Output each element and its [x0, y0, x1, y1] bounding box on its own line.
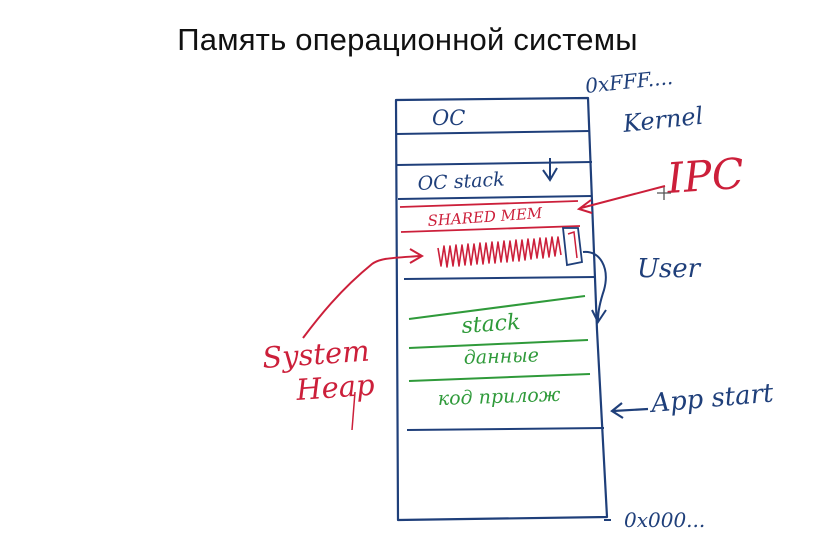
separator-stack-top — [408, 295, 586, 320]
segment-stack-label: stack — [461, 310, 522, 339]
shared-mem-top-line — [399, 200, 579, 208]
kernel-label: Kernel — [621, 102, 705, 138]
app-start-label: App start — [648, 378, 775, 419]
segment-os-stack-label: OC stack — [417, 168, 505, 195]
segment-data-label: данные — [463, 344, 539, 369]
system-heap-arrow — [302, 255, 421, 339]
app-start-arrow — [610, 402, 649, 419]
ipc-arrow — [576, 185, 666, 214]
system-heap-arrowhead — [409, 248, 424, 264]
ipc-label: IPC — [664, 149, 745, 203]
system-heap-underline — [351, 391, 356, 431]
heap-grow-arrow — [582, 250, 607, 321]
segment-shared-mem-label: SHARED MEM — [427, 204, 544, 230]
memory-column-outline — [394, 96, 609, 522]
system-heap-label-line1: System — [261, 334, 371, 375]
separator-os-top — [395, 130, 591, 135]
heap-edge-box-inner — [567, 230, 578, 259]
separator-kernel-top — [396, 161, 593, 166]
address-high-label: 0xFFF.... — [584, 65, 674, 98]
stack-grow-down-arrow — [542, 158, 558, 182]
heap-grow-arrowhead — [591, 309, 607, 324]
address-low-label: 0x000... — [624, 508, 705, 532]
user-label: User — [637, 254, 702, 284]
segment-os-label: OC — [432, 106, 465, 130]
shared-mem-bottom-line — [400, 225, 581, 233]
segment-code-label: код прилож — [437, 384, 561, 410]
separator-heap-bottom — [403, 276, 597, 280]
separator-data-bottom — [408, 373, 591, 382]
system-heap-label-line2: Heap — [294, 368, 375, 407]
page-title: Память операционной системы — [177, 22, 638, 57]
ipc-plus-cursor — [657, 186, 671, 200]
separator-stack-bottom — [408, 339, 589, 349]
separator-kernel-bottom — [397, 195, 593, 200]
heap-edge-box — [561, 227, 583, 267]
separator-code-bottom — [406, 427, 605, 431]
system-heap-scribble — [437, 236, 562, 268]
